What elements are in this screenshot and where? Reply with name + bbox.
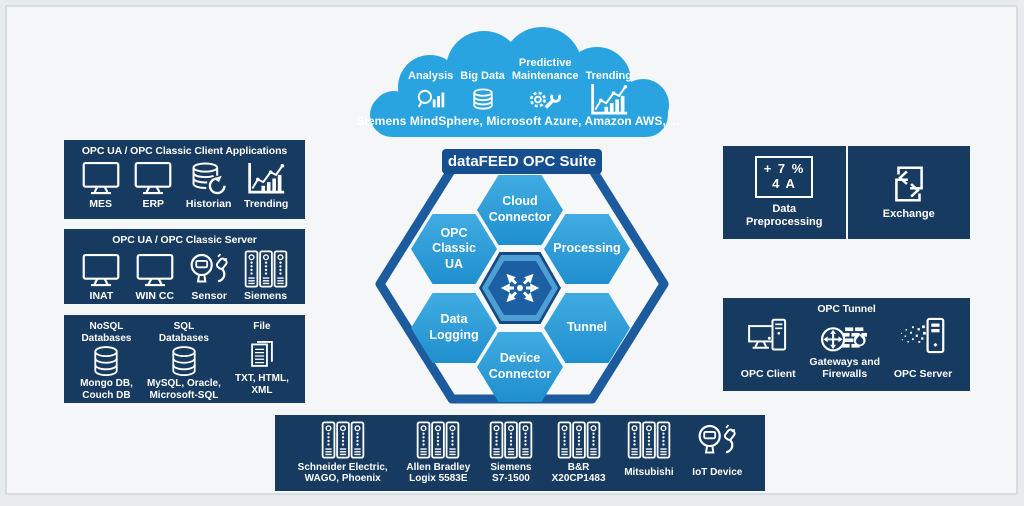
server-box: OPC UA / OPC Classic Server INAT WIN CC …	[64, 229, 305, 304]
device-schneider-wago-phoenix: Schneider Electric, WAGO, Phoenix	[298, 421, 388, 485]
plc-icon	[557, 421, 601, 459]
diagram-panel: Analysis Big Data Predictive Maintenance…	[5, 5, 1018, 495]
storage-column-sql: SQL Databases MySQL, Oracle, Microsoft-S…	[146, 321, 221, 401]
suite-title: dataFEED OPC Suite	[442, 149, 602, 174]
item-mes: MES	[81, 161, 121, 210]
data-preprocessing-icon: + 7 % 4 A	[755, 156, 814, 199]
cell-data-preprocessing: + 7 % 4 A Data Preprocessing	[723, 146, 848, 239]
plc-icon	[627, 421, 671, 459]
storage-column-nosql: NoSQL Databases Mongo DB, Couch DB	[80, 321, 133, 401]
plc-icon	[244, 250, 288, 288]
monitor-icon	[81, 161, 121, 196]
device-iot: IoT Device	[692, 424, 742, 485]
analysis-icon	[417, 86, 445, 112]
cloud-service-label: Big Data	[460, 69, 505, 82]
monitor-icon	[135, 253, 175, 288]
big-data-icon	[471, 86, 495, 112]
preprocessing-exchange-box: + 7 % 4 A Data Preprocessing Exchange	[723, 146, 970, 239]
device-allen-bradley: Allen Bradley Logix 5583E	[406, 421, 470, 485]
sensor-icon	[188, 253, 230, 288]
module-data-logging: Data Logging	[411, 293, 497, 363]
cloud-service-label: Trending	[585, 69, 632, 82]
item-opc-server: OPC Server	[894, 317, 952, 380]
devices-box: Schneider Electric, WAGO, Phoenix Allen …	[275, 415, 765, 491]
router-hexagon	[479, 252, 561, 324]
device-br-x20cp1483: B&R X20CP1483	[552, 421, 606, 485]
box-title: OPC UA / OPC Classic Client Applications	[81, 145, 288, 157]
file-icon	[247, 337, 277, 370]
database-icon	[169, 345, 199, 378]
opc-server-icon	[900, 317, 946, 354]
item-opc-client: OPC Client	[741, 318, 796, 380]
item-gateways-firewalls: Gateways and Firewalls	[809, 321, 880, 380]
iot-device-icon	[696, 424, 738, 459]
predictive-maintenance-icon	[529, 86, 562, 112]
monitor-icon	[81, 253, 121, 288]
item-inat: INAT	[81, 253, 121, 302]
historian-icon	[189, 161, 229, 196]
six-way-arrows-icon	[498, 266, 542, 310]
gateways-firewalls-icon	[820, 321, 869, 354]
storage-column-file: File TXT, HTML, XML	[234, 321, 289, 396]
cloud-providers: Siemens MindSphere, Microsoft Azure, Ama…	[356, 114, 680, 128]
cloud-service-big-data: Big Data	[460, 55, 505, 112]
cloud-service-analysis: Analysis	[408, 55, 453, 112]
device-siemens-s7: Siemens S7-1500	[489, 421, 533, 485]
cell-exchange: Exchange	[848, 146, 971, 239]
cloud-service-predictive-maintenance: Predictive Maintenance	[512, 55, 579, 112]
item-siemens: Siemens	[244, 250, 288, 302]
opc-suite-group: dataFEED OPC Suite Cloud Connector OPC C…	[375, 147, 669, 407]
box-title: OPC UA / OPC Classic Server	[112, 234, 257, 246]
trending-chart-icon	[246, 161, 286, 196]
plc-icon	[321, 421, 365, 459]
item-trending: Trending	[244, 161, 288, 210]
opc-tunnel-box: OPC Tunnel OPC Client Gatewa	[723, 298, 970, 391]
exchange-icon	[888, 165, 930, 203]
cloud-group: Analysis Big Data Predictive Maintenance…	[342, 23, 694, 141]
plc-icon	[416, 421, 460, 459]
client-applications-box: OPC UA / OPC Classic Client Applications…	[64, 140, 305, 219]
cloud-services: Analysis Big Data Predictive Maintenance…	[382, 55, 658, 114]
opc-client-icon	[747, 318, 789, 354]
trending-icon	[589, 83, 629, 114]
database-icon	[91, 345, 121, 378]
item-win-cc: WIN CC	[135, 253, 175, 302]
cloud-service-label: Analysis	[408, 69, 454, 82]
item-sensor: Sensor	[188, 253, 230, 302]
cloud-service-label: Predictive Maintenance	[511, 56, 579, 82]
monitor-icon	[133, 161, 173, 196]
box-title: OPC Tunnel	[817, 303, 876, 315]
item-erp: ERP	[133, 161, 173, 210]
device-mitsubishi: Mitsubishi	[624, 421, 674, 485]
cloud-service-trending: Trending	[585, 55, 632, 114]
module-opc-classic-ua: OPC Classic UA	[411, 214, 497, 284]
storage-box: NoSQL Databases Mongo DB, Couch DB SQL D…	[64, 315, 305, 403]
plc-icon	[489, 421, 533, 459]
item-historian: Historian	[186, 161, 231, 210]
